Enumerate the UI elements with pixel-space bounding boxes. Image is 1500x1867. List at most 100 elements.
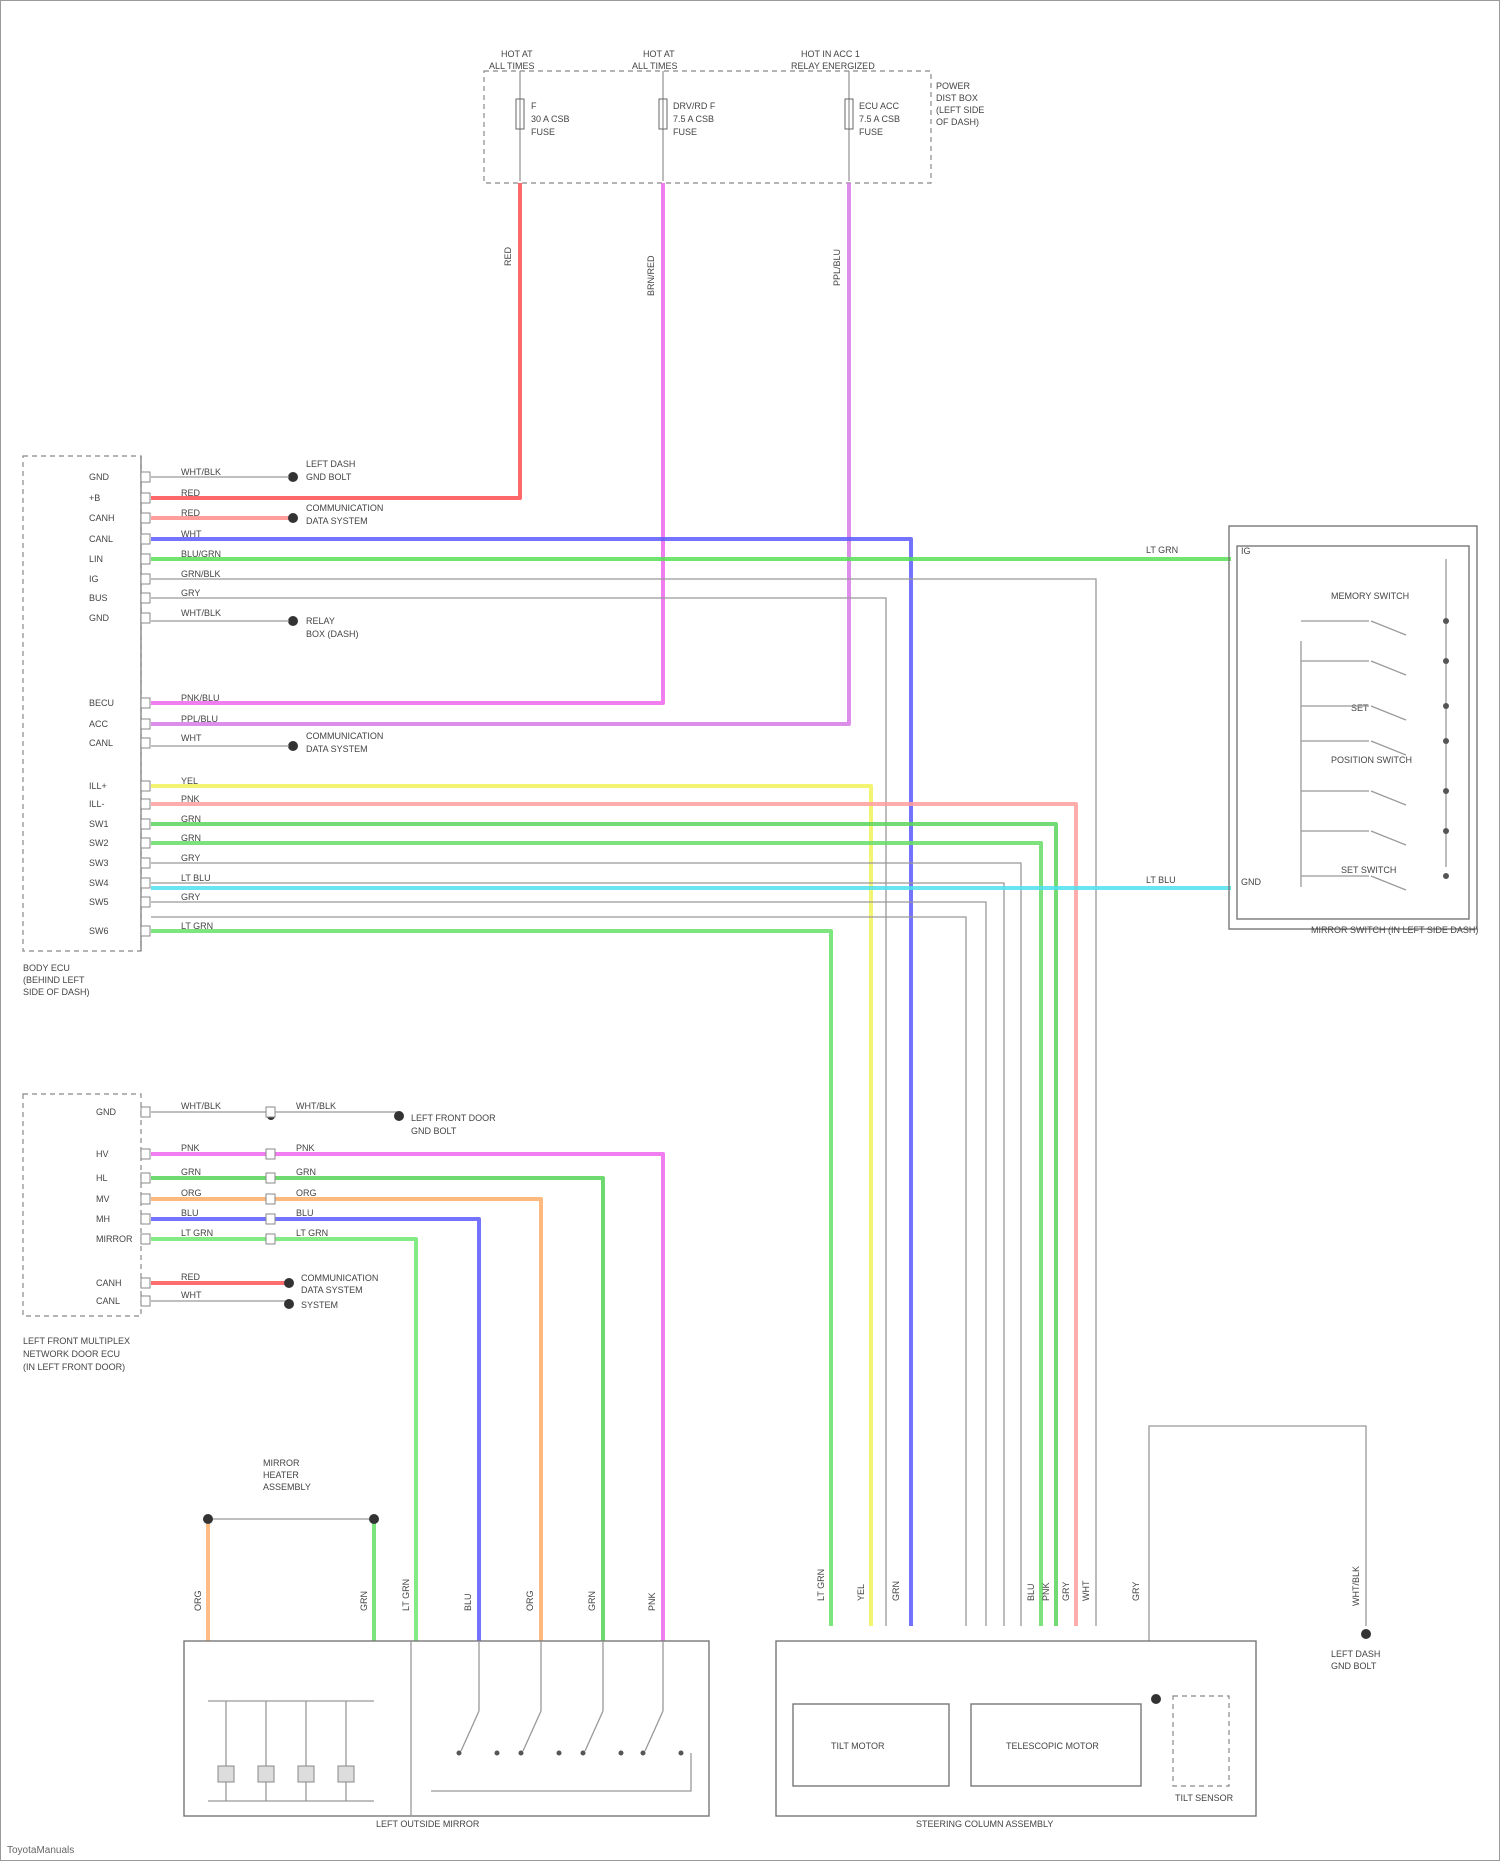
body-ecu-pin-name: +B bbox=[89, 493, 100, 503]
switch-contact bbox=[1371, 661, 1406, 675]
telescopic-motor-label: TELESCOPIC MOTOR bbox=[1006, 1741, 1099, 1751]
dash-switch-pin-ig: IG bbox=[1241, 546, 1251, 556]
door-ecu-pin bbox=[141, 1173, 150, 1183]
body-ecu-wire-label: GRY bbox=[181, 853, 200, 863]
dash-switch-inner bbox=[1237, 546, 1469, 919]
power-dist-box-label-4: OF DASH) bbox=[936, 117, 979, 127]
body-ecu-ref-4a: COMMUNICATION bbox=[306, 731, 383, 741]
body-ecu-pin-name: BECU bbox=[89, 698, 114, 708]
fuse-2-type: FUSE bbox=[673, 127, 697, 137]
dash-switch-wire-2: LT BLU bbox=[1146, 875, 1176, 885]
body-ecu-ref-2a: COMMUNICATION bbox=[306, 503, 383, 513]
door-ecu-wire-label: PNK bbox=[181, 1143, 200, 1153]
body-ecu-wire-label: WHT/BLK bbox=[181, 608, 221, 618]
door-ecu-wire-label: WHT/BLK bbox=[181, 1101, 221, 1111]
fuse-3-name: ECU ACC bbox=[859, 101, 900, 111]
body-ecu-pin-name: BUS bbox=[89, 593, 108, 603]
body-ecu-pin-name: ACC bbox=[89, 719, 109, 729]
door-ecu-wire-label: ORG bbox=[181, 1188, 202, 1198]
dash-switch-part-3: POSITION SWITCH bbox=[1331, 755, 1412, 765]
fuse-3-rating: 7.5 A CSB bbox=[859, 114, 900, 124]
body-ecu-pin bbox=[141, 738, 150, 748]
door-ecu-label-2: NETWORK DOOR ECU bbox=[23, 1349, 120, 1359]
body-ecu-wire-label: RED bbox=[181, 508, 201, 518]
door-ecu-wire-label: LT GRN bbox=[181, 1228, 213, 1238]
door-ecu-pin-name: CANH bbox=[96, 1278, 122, 1288]
body-ecu-wire-label: GRN bbox=[181, 833, 201, 843]
wire-gray-bus bbox=[151, 579, 1096, 1626]
switch-terminal bbox=[1443, 788, 1449, 794]
body-ecu-wire-label: GRN bbox=[181, 814, 201, 824]
dash-switch-wire-1: LT GRN bbox=[1146, 545, 1178, 555]
door-connector-wire-label: BLU bbox=[296, 1208, 314, 1218]
steering-gnd-ref-1: LEFT DASH bbox=[1331, 1649, 1380, 1659]
steering-wire-label: BLU bbox=[1026, 1583, 1036, 1601]
door-ecu-pin bbox=[141, 1107, 150, 1117]
steering-column-outline bbox=[776, 1641, 1256, 1816]
switch-terminal bbox=[1443, 618, 1449, 624]
mirror-wire-label: ORG bbox=[193, 1590, 203, 1611]
door-connector-wire-label: LT GRN bbox=[296, 1228, 328, 1238]
body-ecu-pin-name: GND bbox=[89, 472, 110, 482]
body-ecu-wire-label: PPL/BLU bbox=[181, 714, 218, 724]
steering-ground-dot bbox=[1151, 1694, 1161, 1704]
door-ecu-pin-name: HV bbox=[96, 1149, 109, 1159]
wire-lt-green bbox=[151, 931, 831, 1626]
body-ecu-wire-label: PNK bbox=[181, 794, 200, 804]
door-inline-pin bbox=[266, 1234, 275, 1244]
body-ecu-pin-name: SW3 bbox=[89, 858, 109, 868]
wire-green-2 bbox=[151, 843, 1041, 1626]
body-ecu-pin bbox=[141, 593, 150, 603]
door-ecu-pin bbox=[141, 1149, 150, 1159]
mirror-wire-label: ORG bbox=[525, 1590, 535, 1611]
door-inline-pin bbox=[266, 1173, 275, 1183]
door-ecu-pin bbox=[141, 1278, 150, 1288]
switch-contact bbox=[1371, 621, 1406, 635]
fuse-1-rating: 30 A CSB bbox=[531, 114, 570, 124]
wire-pink-fuse-2 bbox=[151, 183, 663, 703]
body-ecu-ref-4b: DATA SYSTEM bbox=[306, 744, 368, 754]
switch-contact bbox=[1371, 876, 1406, 890]
door-ecu-label-3: (IN LEFT FRONT DOOR) bbox=[23, 1362, 125, 1372]
door-ecu-outline bbox=[23, 1094, 141, 1316]
body-ecu-wire-label: BLU/GRN bbox=[181, 549, 221, 559]
body-ecu-pin-name: SW5 bbox=[89, 897, 109, 907]
heater-cell bbox=[258, 1766, 274, 1782]
door-connector-wire-label: WHT/BLK bbox=[296, 1101, 336, 1111]
fuse-1-header-2: ALL TIMES bbox=[489, 61, 535, 71]
fuse-1-type: FUSE bbox=[531, 127, 555, 137]
heater-node-left bbox=[203, 1514, 213, 1524]
mirror-assembly-outline bbox=[184, 1641, 709, 1816]
wire-gray-sw5 bbox=[151, 883, 1004, 1626]
door-inline-pin bbox=[266, 1214, 275, 1224]
body-ecu-ref-3a: RELAY bbox=[306, 616, 335, 626]
body-ecu-wire-label: WHT bbox=[181, 529, 202, 539]
fuse-3-header: HOT IN ACC 1 bbox=[801, 49, 860, 59]
switch-terminal bbox=[1443, 873, 1449, 879]
body-ecu-pin-name: CANL bbox=[89, 738, 113, 748]
dash-switch-part-1: MEMORY SWITCH bbox=[1331, 591, 1409, 601]
dash-switch-label: MIRROR SWITCH (IN LEFT SIDE DASH) bbox=[1311, 925, 1478, 935]
steering-gnd-bolt-dot bbox=[1361, 1629, 1371, 1639]
steering-gnd-ref-2: GND BOLT bbox=[1331, 1661, 1377, 1671]
switch-contact bbox=[1371, 791, 1406, 805]
body-ecu-pin-name: CANH bbox=[89, 513, 115, 523]
watermark: ToyotaManuals bbox=[7, 1845, 74, 1856]
fuse-2-header-2: ALL TIMES bbox=[632, 61, 678, 71]
door-gnd-dot bbox=[394, 1111, 404, 1121]
door-ecu-pin-name: MIRROR bbox=[96, 1234, 133, 1244]
wire-pink-light bbox=[151, 804, 1076, 1626]
mirror-wire-labels: ORGGRNLT GRNBLUORGGRNPNK bbox=[193, 1579, 657, 1611]
body-ecu-wire-label: RED bbox=[181, 488, 201, 498]
door-ecu-label-1: LEFT FRONT MULTIPLEX bbox=[23, 1336, 130, 1346]
body-ecu-pin bbox=[141, 819, 150, 829]
motor-switch-contact bbox=[645, 1711, 663, 1751]
body-ecu-pin bbox=[141, 513, 150, 523]
door-ecu-pin-name: MV bbox=[96, 1194, 110, 1204]
body-ecu-pin bbox=[141, 781, 150, 791]
power-dist-box-label-3: (LEFT SIDE bbox=[936, 105, 984, 115]
fuse-2-wire-label: BRN/RED bbox=[646, 255, 656, 296]
body-ecu-pin bbox=[141, 799, 150, 809]
door-ecu-wire-label: WHT bbox=[181, 1290, 202, 1300]
